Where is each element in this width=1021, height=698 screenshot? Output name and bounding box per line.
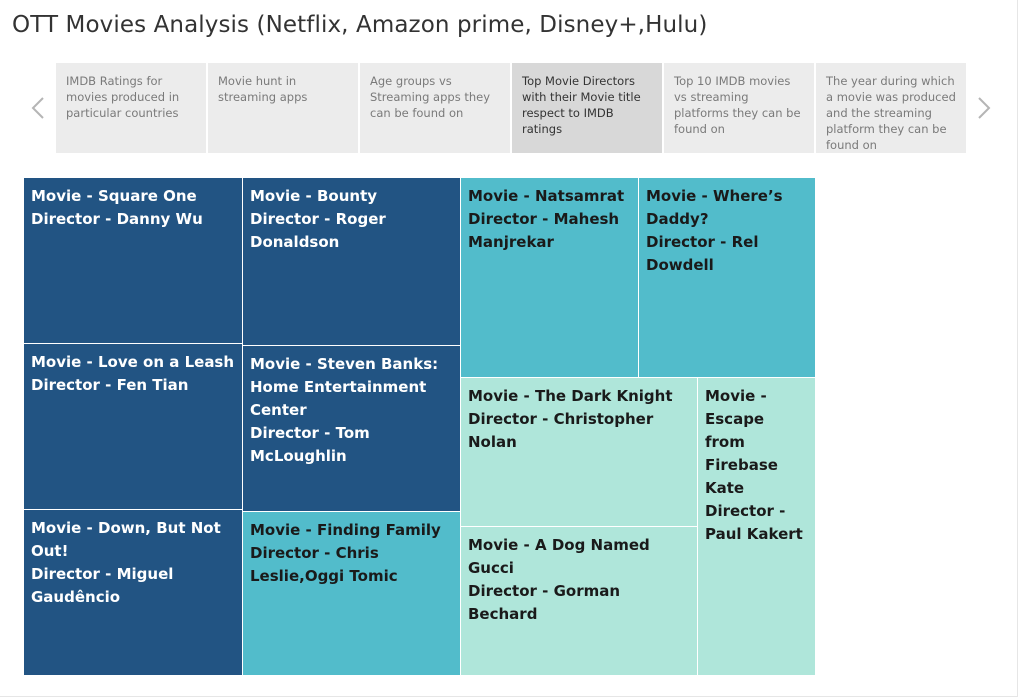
tab-label: Movie hunt in streaming apps <box>218 74 308 104</box>
movie-label: Movie - Square One <box>31 187 197 205</box>
movie-label: Movie - Down, But Not Out! <box>31 519 221 560</box>
movie-label: Movie - Escape from Firebase Kate <box>705 387 778 497</box>
director-label: Director - Miguel Gaudêncio <box>31 565 174 606</box>
tab-top-10-imdb[interactable]: Top 10 IMDB movies vs streaming platform… <box>664 63 814 153</box>
director-label: Director - Christopher Nolan <box>468 410 654 451</box>
director-label: Director - Mahesh Manjrekar <box>468 210 620 251</box>
treemap-cell[interactable]: Movie - Natsamrat Director - Mahesh Manj… <box>461 178 639 378</box>
treemap-cell[interactable]: Movie - Steven Banks: Home Entertainment… <box>243 346 461 512</box>
tab-label: Top Movie Directors with their Movie tit… <box>522 74 641 136</box>
director-label: Director - Rel Dowdell <box>646 233 759 274</box>
tab-age-groups[interactable]: Age groups vs Streaming apps they can be… <box>360 63 510 153</box>
movie-label: Movie - Where’s Daddy? <box>646 187 783 228</box>
director-label: Director - Gorman Bechard <box>468 582 621 623</box>
movie-label: Movie - Natsamrat <box>468 187 625 205</box>
treemap-cell[interactable]: Movie - Down, But Not Out! Director - Mi… <box>24 510 243 676</box>
tab-production-year[interactable]: The year during which a movie was produc… <box>816 63 966 153</box>
tab-label: Top 10 IMDB movies vs streaming platform… <box>674 74 801 136</box>
tab-top-directors[interactable]: Top Movie Directors with their Movie tit… <box>512 63 662 153</box>
treemap-cell[interactable]: Movie - Where’s Daddy? Director - Rel Do… <box>639 178 816 378</box>
treemap-cell[interactable]: Movie - The Dark Knight Director - Chris… <box>461 378 698 527</box>
director-label: Director - Tom McLoughlin <box>250 424 370 465</box>
story-tabs: IMDB Ratings for movies produced in part… <box>56 63 966 153</box>
tab-label: Age groups vs Streaming apps they can be… <box>370 74 491 120</box>
director-label: Director - Fen Tian <box>31 376 189 394</box>
movie-label: Movie - Bounty <box>250 187 378 205</box>
dashboard-title: OTT Movies Analysis (Netflix, Amazon pri… <box>12 12 708 38</box>
chevron-right-icon[interactable] <box>974 93 994 123</box>
director-label: Director - Roger Donaldson <box>250 210 386 251</box>
treemap-cell[interactable]: Movie - Finding Family Director - Chris … <box>243 512 461 676</box>
movie-label: Movie - A Dog Named Gucci <box>468 536 650 577</box>
chevron-left-icon[interactable] <box>28 93 48 123</box>
movie-label: Movie - Love on a Leash <box>31 353 235 371</box>
directors-treemap: Movie - Square One Director - Danny Wu M… <box>24 178 816 676</box>
director-label: Director - Paul Kakert <box>705 502 803 543</box>
tab-imdb-ratings-countries[interactable]: IMDB Ratings for movies produced in part… <box>56 63 206 153</box>
director-label: Director - Danny Wu <box>31 210 203 228</box>
tab-label: IMDB Ratings for movies produced in part… <box>66 74 180 120</box>
tab-label: The year during which a movie was produc… <box>826 74 956 152</box>
movie-label: Movie - Finding Family <box>250 521 441 539</box>
treemap-cell[interactable]: Movie - Bounty Director - Roger Donaldso… <box>243 178 461 346</box>
director-label: Director - Chris Leslie,Oggi Tomic <box>250 544 398 585</box>
movie-label: Movie - Steven Banks: Home Entertainment… <box>250 355 439 419</box>
treemap-cell[interactable]: Movie - A Dog Named Gucci Director - Gor… <box>461 527 698 676</box>
treemap-cell[interactable]: Movie - Love on a Leash Director - Fen T… <box>24 344 243 510</box>
treemap-cell[interactable]: Movie - Escape from Firebase Kate Direct… <box>698 378 816 676</box>
tab-movie-hunt[interactable]: Movie hunt in streaming apps <box>208 63 358 153</box>
treemap-cell[interactable]: Movie - Square One Director - Danny Wu <box>24 178 243 344</box>
movie-label: Movie - The Dark Knight <box>468 387 673 405</box>
